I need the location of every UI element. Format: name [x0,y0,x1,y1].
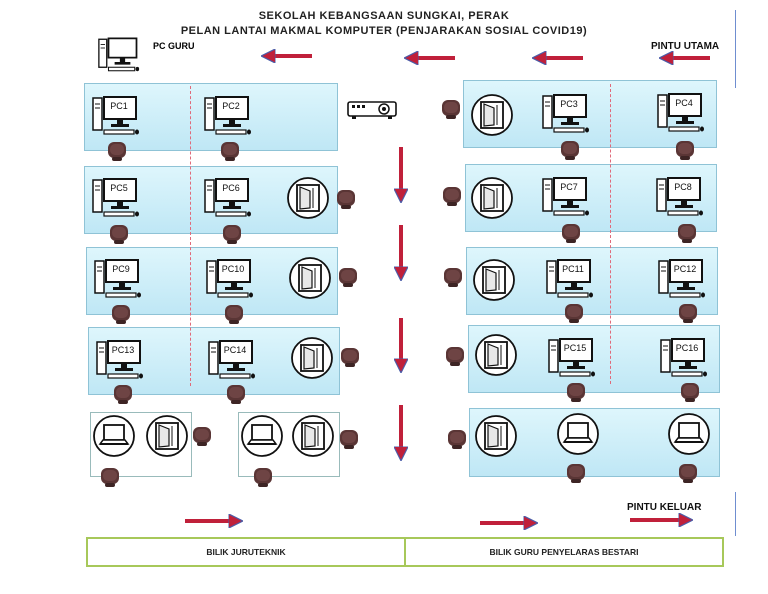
window-icon [291,414,335,458]
plan-subtitle: PELAN LANTAI MAKMAL KOMPUTER (PENJARAKAN… [180,25,588,37]
pc-label: PC15 [563,343,587,353]
projector-icon [347,101,397,119]
window-icon [286,176,330,220]
pc-label: PC13 [111,345,135,355]
chair-icon [676,222,698,244]
pc-label: PC14 [223,345,247,355]
room-guru-penyelaras: BILIK GURU PENYELARAS BESTARI [404,537,724,567]
chair-icon [440,98,462,120]
divider-left [190,86,191,386]
chair-icon [106,140,128,162]
pc-label: PC5 [110,183,128,193]
chair-icon [219,140,241,162]
chair-icon [560,222,582,244]
laptop-icon [92,414,136,458]
window-icon [472,258,516,302]
laptop-icon [667,412,711,456]
chair-icon [446,428,468,450]
chair-icon [252,466,274,488]
chair-icon [339,346,361,368]
pc-label: PC6 [222,183,240,193]
pc-label: PC10 [221,264,245,274]
divider-right [610,84,611,384]
chair-icon [677,462,699,484]
chair-icon [565,462,587,484]
chair-icon [337,266,359,288]
plan-title: SEKOLAH KEBANGSAAN SUNGKAI, PERAK [258,10,510,22]
pc-label: PC4 [675,98,693,108]
chair-icon [112,383,134,405]
chair-icon [674,139,696,161]
pc-label: PC12 [673,264,697,274]
chair-icon [335,188,357,210]
room-juruteknik: BILIK JURUTEKNIK [86,537,406,567]
window-icon [474,333,518,377]
chair-icon [223,303,245,325]
chair-icon [338,428,360,450]
chair-icon [565,381,587,403]
pc-label: PC9 [112,264,130,274]
laptop-icon [556,412,600,456]
pc-label: PC2 [222,101,240,111]
right-edge-line-top [735,10,736,88]
window-icon [470,176,514,220]
pc-label: PC7 [560,182,578,192]
chair-icon [225,383,247,405]
chair-icon [444,345,466,367]
window-icon [474,414,518,458]
window-icon [288,256,332,300]
pc-label: PC1 [110,101,128,111]
chair-icon [677,302,699,324]
laptop-icon [240,414,284,458]
chair-icon [442,266,464,288]
chair-icon [110,303,132,325]
chair-icon [108,223,130,245]
pc-label: PC3 [560,99,578,109]
chair-icon [559,139,581,161]
window-icon [145,414,189,458]
chair-icon [441,185,463,207]
right-edge-line-bottom [735,492,736,536]
window-icon [470,93,514,137]
chair-icon [191,425,213,447]
teacher-pc-label: PC GURU [153,41,195,51]
window-icon [290,336,334,380]
pc-label: PC8 [674,182,692,192]
chair-icon [563,302,585,324]
pc-label: PC11 [562,264,584,274]
chair-icon [99,466,121,488]
chair-icon [221,223,243,245]
main-door-label: PINTU UTAMA [651,41,720,52]
exit-door-label: PINTU KELUAR [627,502,702,513]
chair-icon [679,381,701,403]
pc-label: PC16 [675,343,699,353]
